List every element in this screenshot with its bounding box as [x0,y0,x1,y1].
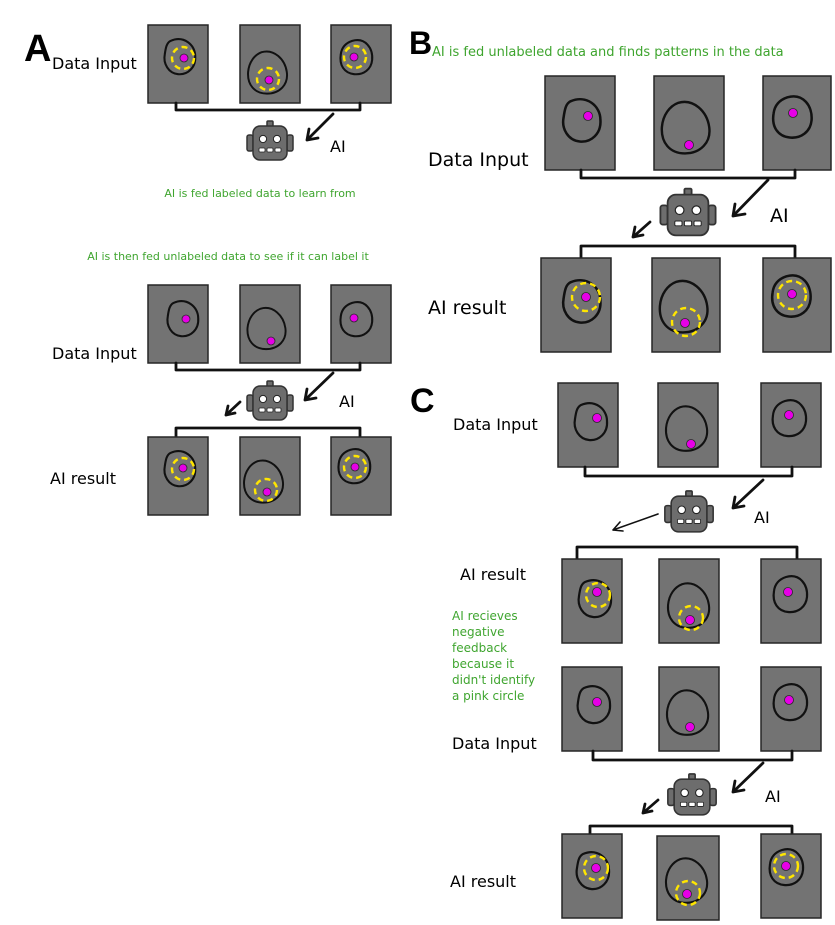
panel-b-ai-label: AI [770,205,789,227]
panel-c-arrow-left-2 [641,798,660,815]
panel-b-row1-tile-1 [544,75,616,171]
panel-b-data-input-label: Data Input [428,149,529,171]
robot-icon [246,120,294,161]
robot-icon [667,773,717,816]
panel-c-row1-tile-1 [557,382,619,468]
feedback-line-1: AI recieves [452,609,518,623]
panel-c-row4-tile-3 [760,833,822,919]
robot-icon [664,490,714,533]
panel-a-row2-tile-3 [330,284,392,364]
panel-b-arrow-down [731,178,770,218]
panel-a-note-2: AI is then fed unlabeled data to see if … [87,250,369,263]
panel-c-row3-tile-2 [658,666,720,752]
panel-a-row3-tile-3 [330,436,392,516]
panel-c-arrow-left-1 [612,513,659,532]
robot-icon [246,380,294,421]
panel-b-row1-tile-2 [653,75,725,171]
feedback-line-2: negative [452,625,504,639]
panel-a-row2-tile-2 [239,284,301,364]
panel-b-letter: B [409,25,432,61]
panel-a-row1-tile-2 [239,24,301,104]
panel-a-row2-tile-1 [147,284,209,364]
panel-c-data-input-label-1: Data Input [453,415,538,434]
panel-a-row3-tile-2 [239,436,301,516]
panel-a-ai-result-label: AI result [50,469,116,488]
panel-a-row1-tile-3 [330,24,392,104]
panel-c-row1-tile-3 [760,382,822,468]
panel-a-arrow-left [224,400,242,417]
panel-c-row1-bracket [583,465,794,478]
panel-c-row2-tile-2 [658,558,720,644]
panel-c-row2-tile-1 [561,558,623,644]
feedback-line-6: a pink circle [452,689,524,703]
panel-b-row1-bracket [579,168,797,180]
panel-c-ai-result-label-2: AI result [450,872,516,891]
panel-c-row4-bracket [588,824,794,840]
panel-b-ai-result-label: AI result [428,297,506,319]
panel-b-note: AI is fed unlabeled data and finds patte… [432,45,784,60]
panel-a-row3-tile-1 [147,436,209,516]
panel-b-arrow-left [631,220,652,239]
panel-c-row2-bracket [575,545,799,561]
panel-a-arrow-down-1 [305,112,335,142]
panel-a-data-input-label: Data Input [52,54,137,73]
feedback-line-4: because it [452,657,514,671]
panel-c-row3-tile-3 [760,666,822,752]
panel-b-row1-tile-3 [762,75,832,171]
panel-c-row4-tile-1 [561,833,623,919]
panel-a-ai-label-1: AI [330,137,346,156]
panel-b-row2-bracket [579,244,797,260]
robot-icon [659,187,717,237]
panel-c-ai-result-label-1: AI result [460,565,526,584]
panel-b-row2-tile-1 [540,257,612,353]
panel-c-row3-tile-1 [561,666,623,752]
panel-c-arrow-down-2 [731,761,765,794]
panel-a-row3-bracket [174,426,362,439]
panel-c-row4-tile-2 [656,835,720,921]
panel-a-note-1: AI is fed labeled data to learn from [164,187,355,200]
feedback-line-5: didn't identify [452,673,535,687]
panel-b-row2-tile-2 [651,257,721,353]
panel-a-letter: A [24,28,51,70]
panel-a-row1-tile-1 [147,24,209,104]
panel-c-ai-label-2: AI [765,787,781,806]
panel-c-row1-tile-2 [657,382,719,468]
panel-c-data-input-label-2: Data Input [452,734,537,753]
feedback-line-3: feedback [452,641,507,655]
panel-c-row3-bracket [591,749,794,762]
panel-c-letter: C [410,382,435,420]
panel-c-arrow-down-1 [731,478,765,510]
panel-a-arrow-down-2 [303,371,335,402]
panel-c-row2-tile-3 [760,558,822,644]
panel-a-data-input-label-2: Data Input [52,344,137,363]
panel-a-row1-bracket [174,101,362,112]
panel-b-row2-tile-3 [762,257,832,353]
panel-c-feedback-note: AI recieves negative feedback because it… [452,609,535,703]
panel-c-ai-label-1: AI [754,508,770,527]
panel-a-row2-bracket [174,361,362,372]
panel-a-ai-label-2: AI [339,392,355,411]
